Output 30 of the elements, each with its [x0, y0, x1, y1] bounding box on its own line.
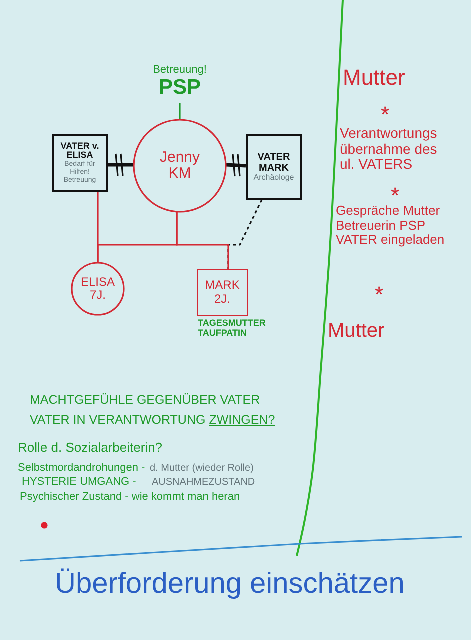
- person-name: VATER MARK: [256, 152, 292, 174]
- relationship-line: [226, 163, 246, 168]
- genogram-line: [179, 103, 181, 120]
- note-text: Selbstmordandrohungen -: [18, 462, 146, 474]
- asterisk: *: [375, 283, 384, 308]
- relationship-line: [108, 163, 134, 167]
- note-text: Überforderung einschätzen: [55, 568, 405, 600]
- note-text: d. Mutter (wieder Rolle): [150, 463, 254, 474]
- genogram-line: [176, 212, 230, 269]
- occupation-text: Archäologe: [254, 174, 294, 182]
- asterisk: *: [381, 103, 390, 128]
- note-text: AUSNAHMEZUSTAND: [152, 477, 256, 488]
- note-text: Mutter: [328, 320, 385, 342]
- note-text: MACHTGEFÜHLE GEGENÜBER VATER: [30, 393, 260, 407]
- person-name: ELISA 7J.: [80, 276, 116, 302]
- person-box: [197, 269, 248, 316]
- note-text: VATER IN VERANTWORTUNG ZWINGEN?: [30, 413, 276, 427]
- annotation-text: Betreuung!: [153, 64, 207, 76]
- note-text: HYSTERIE UMGANG -: [22, 476, 136, 488]
- person-box: [52, 134, 108, 192]
- person-name: Jenny KM: [158, 150, 202, 182]
- person-name: MARK 2J.: [204, 279, 240, 306]
- note-text: Rolle d. Sozialarbeiterin?: [18, 441, 163, 456]
- person-name: VATER v. ELISA: [60, 142, 100, 160]
- note-text: Psychischer Zustand - wie kommt man heran: [20, 491, 240, 504]
- note-text: TAGESMUTTER TAUFPATIN: [198, 318, 267, 338]
- note-text: Mutter: [343, 66, 406, 91]
- note-text: Verantwortungs übernahme des ul. VATERS: [340, 126, 438, 174]
- heading-text: PSP: [158, 76, 202, 100]
- person-box: [246, 134, 302, 200]
